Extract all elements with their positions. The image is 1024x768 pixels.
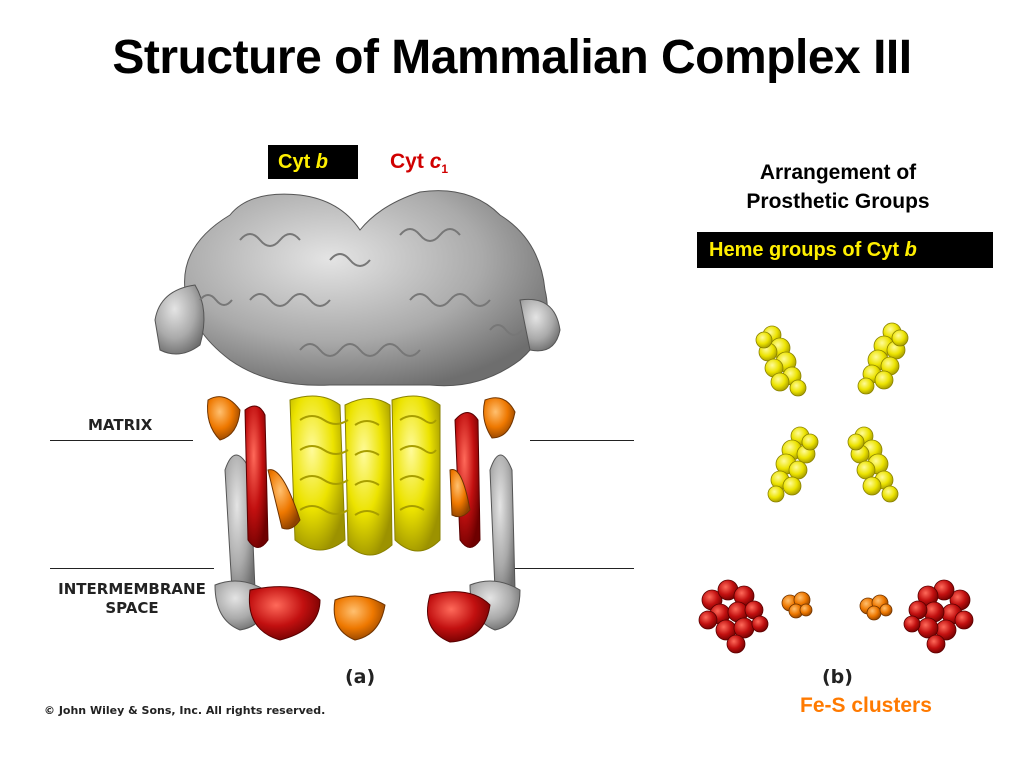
cyt-c1-red-helices <box>244 405 491 643</box>
heme-prefix: Heme groups of Cyt <box>709 239 905 261</box>
fe-s-clusters-label: Fe-S clusters <box>800 694 932 717</box>
cyt-b-prefix: Cyt <box>278 151 316 173</box>
membrane-line-right <box>512 568 634 569</box>
copyright-notice: © John Wiley & Sons, Inc. All rights res… <box>44 704 326 717</box>
arrangement-line-1: Arrangement of <box>759 161 917 184</box>
fe-s-cluster-spheres <box>781 591 893 621</box>
cyt-c1-italic: c <box>429 150 442 173</box>
red-cluster-left <box>698 579 769 654</box>
matrix-label: MATRIX <box>88 416 153 434</box>
intermembrane-space-label: INTERMEMBRANE SPACE <box>52 580 212 618</box>
red-cluster-right <box>903 579 974 654</box>
cyt-c1-label: Cyt c1 <box>390 150 448 176</box>
matrix-line-right <box>530 440 634 441</box>
cyt-c1-subscript: 1 <box>441 162 449 177</box>
intermembrane-line-1: INTERMEMBRANE <box>58 580 206 598</box>
iron-sulfur-orange-helices <box>207 396 516 641</box>
cyt-b-italic: b <box>315 151 329 173</box>
panel-b-label: (b) <box>822 666 853 688</box>
cyt-b-yellow-domain <box>289 395 441 556</box>
membrane-line-left <box>50 568 214 569</box>
matrix-line-left <box>50 440 193 441</box>
heme-group-clusters <box>755 322 909 503</box>
arrangement-line-2: Prosthetic Groups <box>746 190 930 213</box>
arrangement-heading: Arrangement of Prosthetic Groups <box>708 158 968 216</box>
heme-cluster-top-left <box>755 325 807 397</box>
gray-helix-texture <box>199 228 523 357</box>
heme-groups-label: Heme groups of Cyt b <box>697 232 993 268</box>
heme-cluster-top-right <box>857 322 909 395</box>
heme-italic: b <box>904 239 917 261</box>
fe-s-cluster-left <box>781 591 813 619</box>
panel-a-label: (a) <box>345 666 376 688</box>
gray-core-domain <box>154 190 561 387</box>
heme-cluster-bottom-right <box>847 426 899 503</box>
cyt-c1-prefix: Cyt <box>390 150 430 173</box>
intermembrane-line-2: SPACE <box>105 599 159 617</box>
cyt-b-label: Cyt b <box>268 145 358 179</box>
slide-title: Structure of Mammalian Complex III <box>112 31 912 84</box>
heme-cluster-bottom-left <box>767 426 819 503</box>
red-heme-clusters <box>698 579 974 654</box>
yellow-helix-texture <box>299 415 437 516</box>
fe-s-cluster-right <box>859 594 893 621</box>
